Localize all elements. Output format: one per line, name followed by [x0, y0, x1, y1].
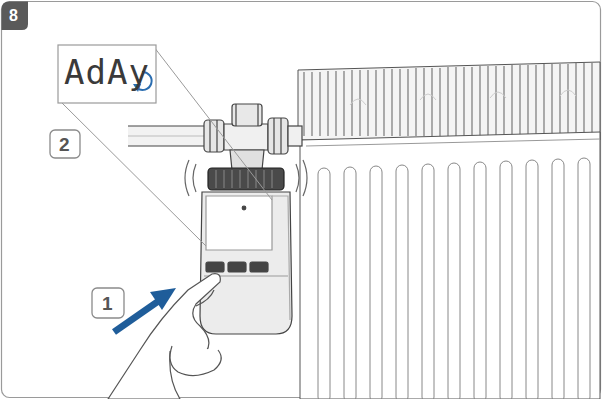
- hand: [108, 274, 221, 399]
- radiator-valve: [128, 104, 307, 196]
- callout-box: [92, 288, 124, 318]
- push-arrow: [114, 288, 176, 332]
- display-box: [58, 45, 156, 103]
- display-text: AdAy: [64, 55, 150, 89]
- callout-number: 2: [59, 135, 70, 154]
- leader-line: [60, 47, 272, 246]
- figure-tab: [2, 2, 29, 31]
- callout-number: 1: [102, 294, 113, 313]
- radiator: [298, 62, 600, 399]
- callout-box: [50, 130, 80, 158]
- figure-number: 8: [9, 8, 18, 24]
- thermostat: [200, 192, 292, 334]
